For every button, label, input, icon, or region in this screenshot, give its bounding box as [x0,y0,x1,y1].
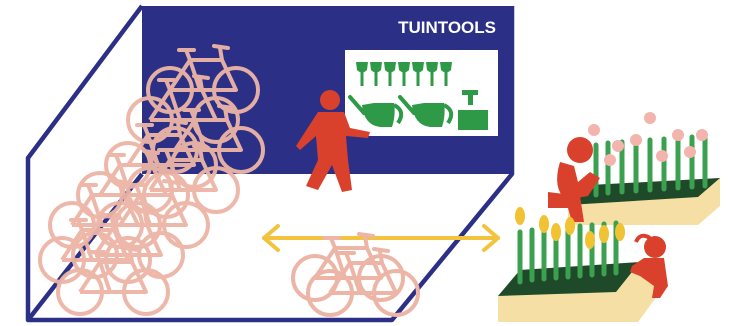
sign-title: TUINTOOLS [398,18,496,37]
raised-planter-icon [568,112,720,225]
person-icon [548,137,600,222]
person-icon [296,90,370,192]
person-icon [630,233,668,298]
raised-planter-icon [498,207,660,322]
garden-tools-icon [345,50,498,136]
shed-outline [25,4,515,323]
double-arrow-icon [262,224,500,252]
faucet-icon [458,90,488,130]
bicycle-icon [291,232,420,317]
